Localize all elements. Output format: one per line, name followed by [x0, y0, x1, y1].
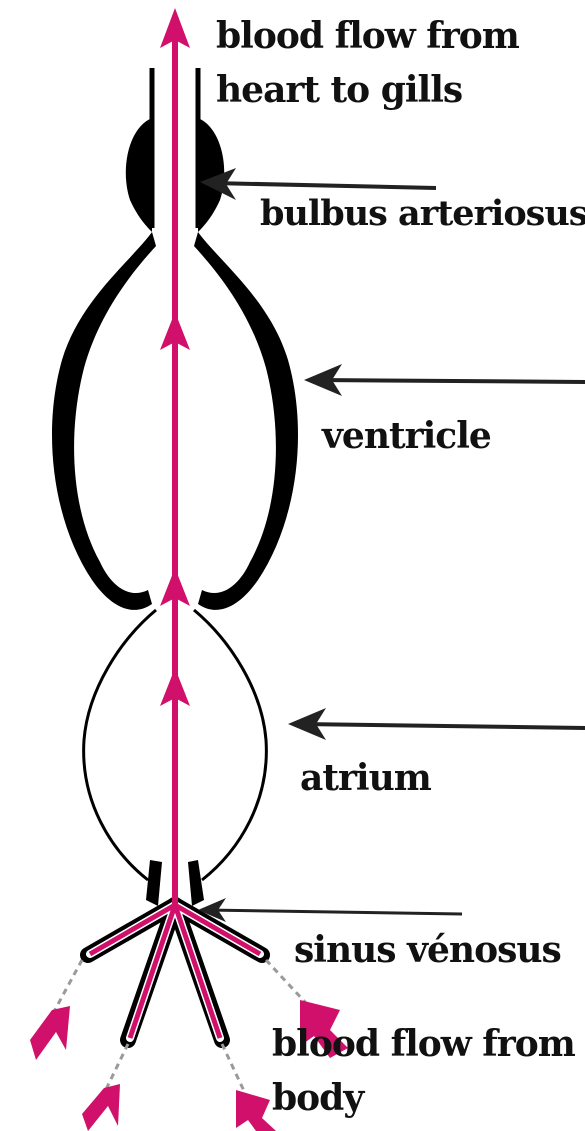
- label-outflow-line2: heart to gills: [216, 69, 463, 111]
- sinus-venosus-flow: [88, 902, 262, 1039]
- arrow-top: [160, 8, 190, 48]
- label-outflow-line1: blood flow from: [216, 15, 520, 57]
- label-inflow-line2: body: [272, 1077, 364, 1119]
- central-flow: [160, 8, 190, 905]
- sinus-venosus: [146, 860, 204, 906]
- pointer-bulbus: [200, 168, 437, 200]
- label-inflow-line1: blood flow from: [272, 1023, 576, 1065]
- arrow-atrium: [160, 668, 190, 706]
- pointer-ventricle: [304, 364, 585, 396]
- arrow-in-left-lower: [82, 1084, 120, 1131]
- arrow-in-left-upper: [30, 1006, 70, 1060]
- atrium: [82, 608, 268, 882]
- label-ventricle: ventricle: [322, 415, 492, 457]
- arrow-in-right-lower: [236, 1090, 276, 1131]
- pointer-atrium: [288, 708, 585, 740]
- incoming-flow-arrows: [30, 1000, 348, 1131]
- bulbus-arteriosus: [125, 118, 225, 232]
- label-sinus-venosus: sinus vénosus: [294, 929, 562, 971]
- sinus-venosus-branches: [80, 897, 270, 1048]
- arrow-ventricle-upper: [160, 312, 190, 350]
- ventricle: [52, 232, 298, 610]
- arrow-ventricle-lower: [160, 568, 190, 606]
- pointer-sinus: [198, 898, 463, 922]
- arrow-in-right-upper: [300, 1000, 348, 1058]
- label-atrium: atrium: [300, 757, 432, 799]
- label-bulbus-arteriosus: bulbus arteriosus: [260, 193, 585, 234]
